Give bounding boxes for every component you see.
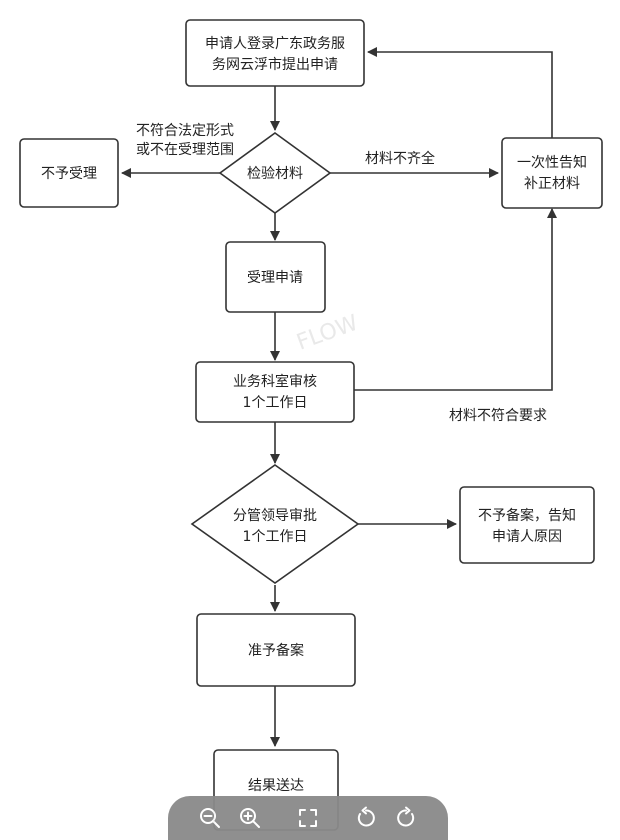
node-apply-line1: 申请人登录广东政务服	[205, 36, 345, 52]
node-accept-label: 受理申请	[247, 270, 303, 286]
node-deny: 不予备案，告知 申请人原因	[459, 486, 595, 564]
node-deny-line2: 申请人原因	[492, 529, 562, 545]
node-review-line2: 1个工作日	[243, 395, 308, 411]
node-reject: 不予受理	[19, 138, 119, 208]
rotate-left-icon[interactable]	[354, 806, 378, 830]
node-review-line1: 业务科室审核	[233, 373, 317, 390]
node-reject-label: 不予受理	[41, 166, 97, 182]
zoom-in-icon[interactable]	[238, 806, 262, 830]
rotate-right-icon[interactable]	[394, 806, 418, 830]
edge-label-illegal-line2: 或不在受理范围	[136, 141, 234, 158]
edge-review-notify	[354, 208, 557, 391]
node-approve-line1: 分管领导审批	[233, 508, 317, 524]
edge-notify-apply	[367, 47, 553, 138]
node-notify: 一次性告知 补正材料	[501, 137, 603, 209]
node-record: 准予备案	[196, 613, 356, 687]
viewer-toolbar	[168, 796, 448, 840]
node-notify-line1: 一次性告知	[517, 154, 587, 171]
edge-label-illegal-line1: 不符合法定形式	[136, 123, 234, 139]
node-approve: 分管领导审批 1个工作日	[190, 464, 360, 584]
edge-label-incomplete: 材料不齐全	[365, 150, 435, 167]
node-check: 检验材料	[218, 132, 332, 214]
node-deny-line1: 不予备案，告知	[478, 507, 576, 524]
zoom-out-icon[interactable]	[198, 806, 222, 830]
node-review: 业务科室审核 1个工作日	[195, 361, 355, 423]
node-check-label: 检验材料	[247, 166, 303, 182]
connectors	[121, 47, 557, 747]
node-apply: 申请人登录广东政务服 务网云浮市提出申请	[185, 19, 365, 87]
watermark: FLOW	[294, 310, 362, 355]
fit-screen-icon[interactable]	[296, 806, 320, 830]
node-accept: 受理申请	[225, 241, 326, 313]
node-record-label: 准予备案	[248, 642, 304, 659]
node-deliver-label: 结果送达	[248, 778, 304, 794]
edge-label-nonconforming: 材料不符合要求	[449, 408, 547, 424]
node-notify-line2: 补正材料	[524, 176, 580, 192]
node-apply-line2: 务网云浮市提出申请	[212, 56, 338, 73]
node-approve-line2: 1个工作日	[243, 529, 308, 545]
